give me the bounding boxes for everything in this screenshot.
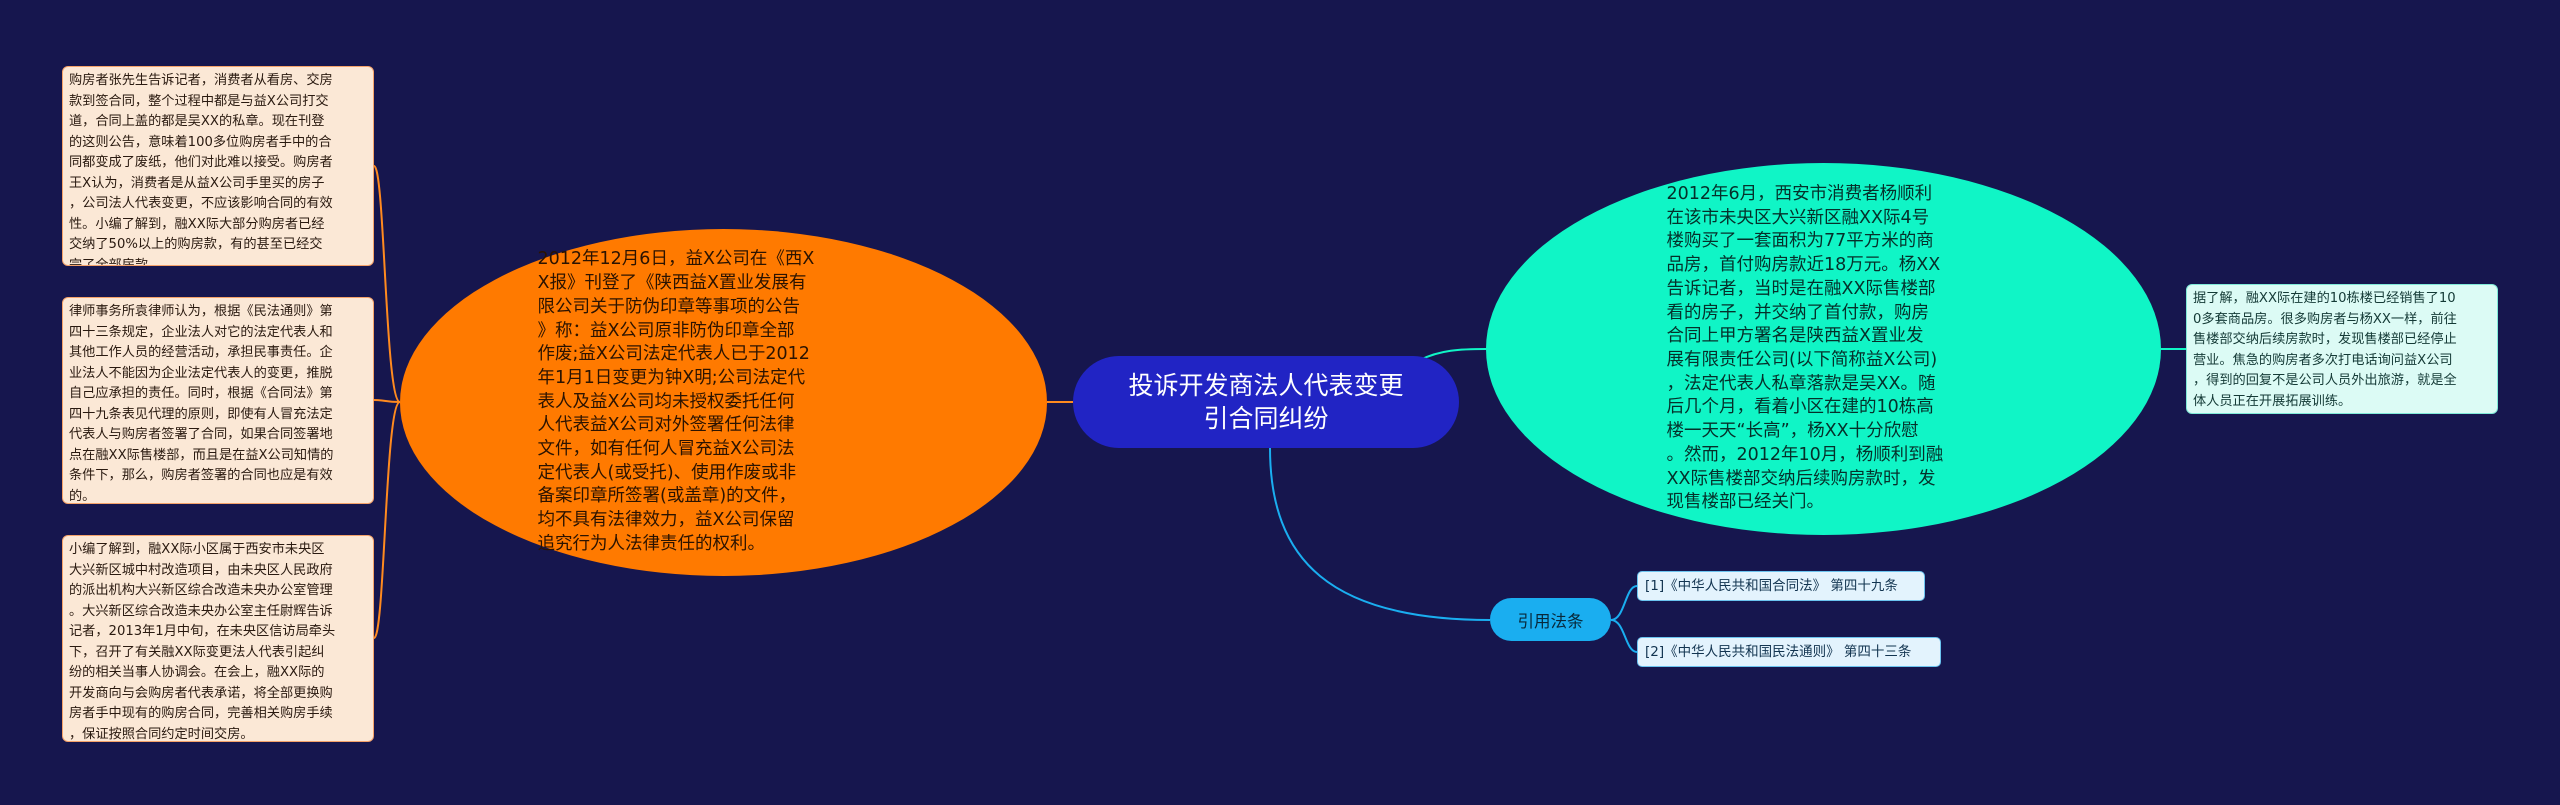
link-left-card3 xyxy=(373,401,401,639)
citation-item-contract-law[interactable]: [1]《中华人民共和国合同法》 第四十九条 xyxy=(1637,571,1925,601)
link-cite-1 xyxy=(1610,585,1638,621)
central-topic-node[interactable]: 投诉开发商法人代表变更 引合同纠纷 xyxy=(1073,356,1459,448)
right-branch-text: 2012年6月，西安市消费者杨顺利 在该市未央区大兴新区融XX际4号 楼购买了一… xyxy=(1666,184,1944,513)
link-left-card1 xyxy=(373,165,401,403)
link-left-card2 xyxy=(373,399,401,403)
right-branch-node[interactable]: 2012年6月，西安市消费者杨顺利 在该市未央区大兴新区融XX际4号 楼购买了一… xyxy=(1486,163,2161,535)
right-card-sales-office[interactable]: 据了解，融XX际在建的10栋楼已经销售了10 0多套商品房。很多购房者与杨XX一… xyxy=(2186,284,2498,414)
central-topic-title: 投诉开发商法人代表变更 引合同纠纷 xyxy=(1128,371,1404,433)
link-cite-2 xyxy=(1610,619,1638,653)
left-card-buyer-opinion[interactable]: 购房者张先生告诉记者，消费者从看房、交房 款到签合同，整个过程中都是与益X公司打… xyxy=(62,66,374,266)
left-card-coordination-meeting[interactable]: 小编了解到，融XX际小区属于西安市未央区 大兴新区城中村改造项目，由未央区人民政… xyxy=(62,535,374,742)
left-card-lawyer-opinion[interactable]: 律师事务所袁律师认为，根据《民法通则》第 四十三条规定，企业法人对它的法定代表人… xyxy=(62,297,374,504)
citation-hub-node[interactable]: 引用法条 xyxy=(1490,598,1611,641)
left-branch-node[interactable]: 2012年12月6日，益X公司在《西X X报》刊登了《陕西益X置业发展有 限公司… xyxy=(400,229,1047,576)
citation-item-civil-law[interactable]: [2]《中华人民共和国民法通则》 第四十三条 xyxy=(1637,637,1941,667)
link-center-cite xyxy=(1269,447,1491,621)
left-branch-text: 2012年12月6日，益X公司在《西X X报》刊登了《陕西益X置业发展有 限公司… xyxy=(537,249,815,554)
